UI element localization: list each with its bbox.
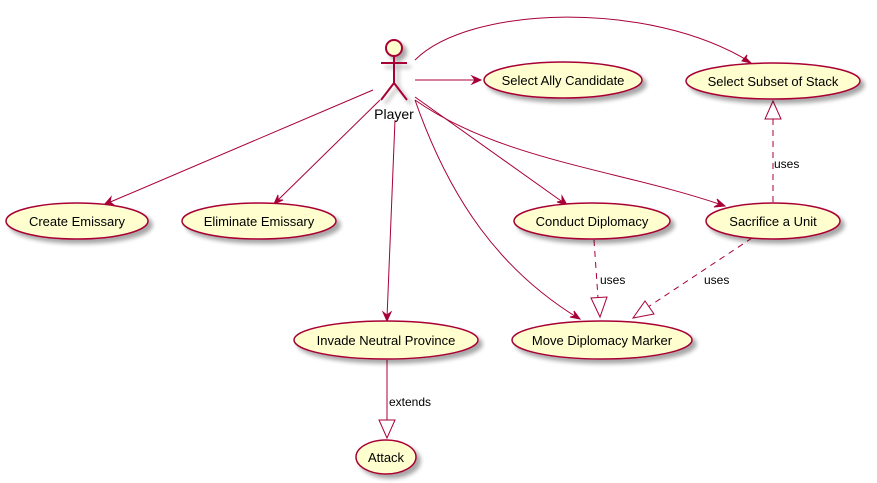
usecase-label: Invade Neutral Province — [317, 333, 456, 348]
usecase-select-ally-candidate: Select Ally Candidate — [483, 61, 643, 99]
edge-sacrifice-uses-move — [647, 237, 753, 308]
usecase-create-emissary: Create Emissary — [5, 202, 149, 240]
edge-arrowhead — [713, 198, 727, 208]
usecase-label: Move Diplomacy Marker — [532, 333, 673, 348]
edge-arrowhead — [470, 74, 483, 86]
edge-open-triangle-head — [764, 99, 782, 120]
edge-player-to-create-emissary — [107, 89, 374, 204]
edge-player-to-invade — [386, 119, 396, 319]
edge-conduct-uses-move — [593, 239, 599, 299]
actor-player: Player — [374, 39, 414, 122]
actor-label: Player — [374, 106, 414, 122]
usecase-label: Select Ally Candidate — [502, 73, 625, 88]
edge-arrowhead — [381, 310, 393, 323]
usecase-sacrifice-a-unit: Sacrifice a Unit — [705, 202, 841, 240]
edge-arrowhead — [741, 54, 753, 64]
usecase-select-subset-of-stack: Select Subset of Stack — [685, 62, 861, 100]
usecase-label: Conduct Diplomacy — [536, 214, 649, 229]
edge-arrowhead — [569, 310, 582, 320]
edge-open-triangle-head — [590, 296, 608, 319]
usecase-move-diplomacy-marker: Move Diplomacy Marker — [511, 320, 693, 360]
edge-label-uses: uses — [600, 273, 625, 287]
usecase-invade-neutral-province: Invade Neutral Province — [293, 320, 479, 360]
usecase-label: Sacrifice a Unit — [729, 214, 817, 229]
usecase-label: Eliminate Emissary — [204, 214, 315, 229]
edge-player-to-select-subset — [414, 16, 751, 63]
edge-label-extends: extends — [389, 395, 431, 409]
edge-label-uses: uses — [774, 157, 799, 171]
edge-player-to-eliminate-emissary — [275, 99, 381, 203]
edge-open-triangle-head — [631, 300, 655, 319]
stick-figure-actor-icon — [380, 39, 408, 101]
edge-player-to-sacrifice — [414, 99, 723, 206]
usecase-label: Create Emissary — [29, 214, 126, 229]
usecase-attack: Attack — [355, 439, 417, 475]
usecase-conduct-diplomacy: Conduct Diplomacy — [513, 202, 671, 240]
edge-label-uses: uses — [704, 273, 729, 287]
usecase-eliminate-emissary: Eliminate Emissary — [181, 202, 337, 240]
usecase-label: Select Subset of Stack — [708, 74, 839, 89]
edge-open-triangle-head — [378, 419, 396, 440]
edge-player-to-move-marker — [414, 99, 579, 319]
edge-arrowhead — [556, 194, 569, 206]
edge-player-to-conduct-diplomacy — [414, 96, 565, 204]
edge-arrowhead — [273, 194, 284, 205]
usecase-label: Attack — [368, 450, 405, 465]
